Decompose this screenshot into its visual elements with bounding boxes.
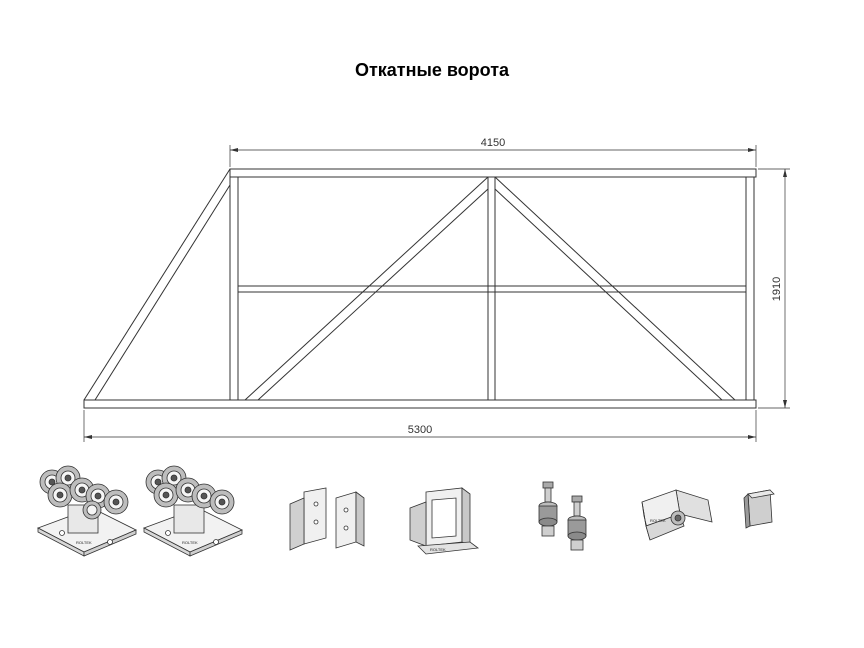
end-cap-icon [743,489,775,529]
guide-rollers-icon [538,481,587,551]
carriage-brand-label: ROLTEK [76,540,92,545]
dimension-bottom-label: 5300 [408,424,432,436]
dimension-height-label: 1910 [771,277,783,301]
roller-carriage-icon: ROLTEK [37,465,137,557]
carriage-brand-label: ROLTEK [182,540,198,545]
page-title: Откатные ворота [354,60,510,80]
roller-carriage-icon: ROLTEK [143,465,243,557]
catcher-brand-label: ROLTEK [430,547,446,552]
end-roller-icon: ROLTEK [641,489,713,541]
end-roller-brand-label: ROLTEK [650,518,666,523]
catcher-brackets-icon [289,487,365,551]
gate-frame [83,168,757,409]
dimension-top-label: 4150 [481,137,505,149]
bottom-catcher-icon: ROLTEK [409,487,480,555]
dimension-lines [83,145,790,442]
